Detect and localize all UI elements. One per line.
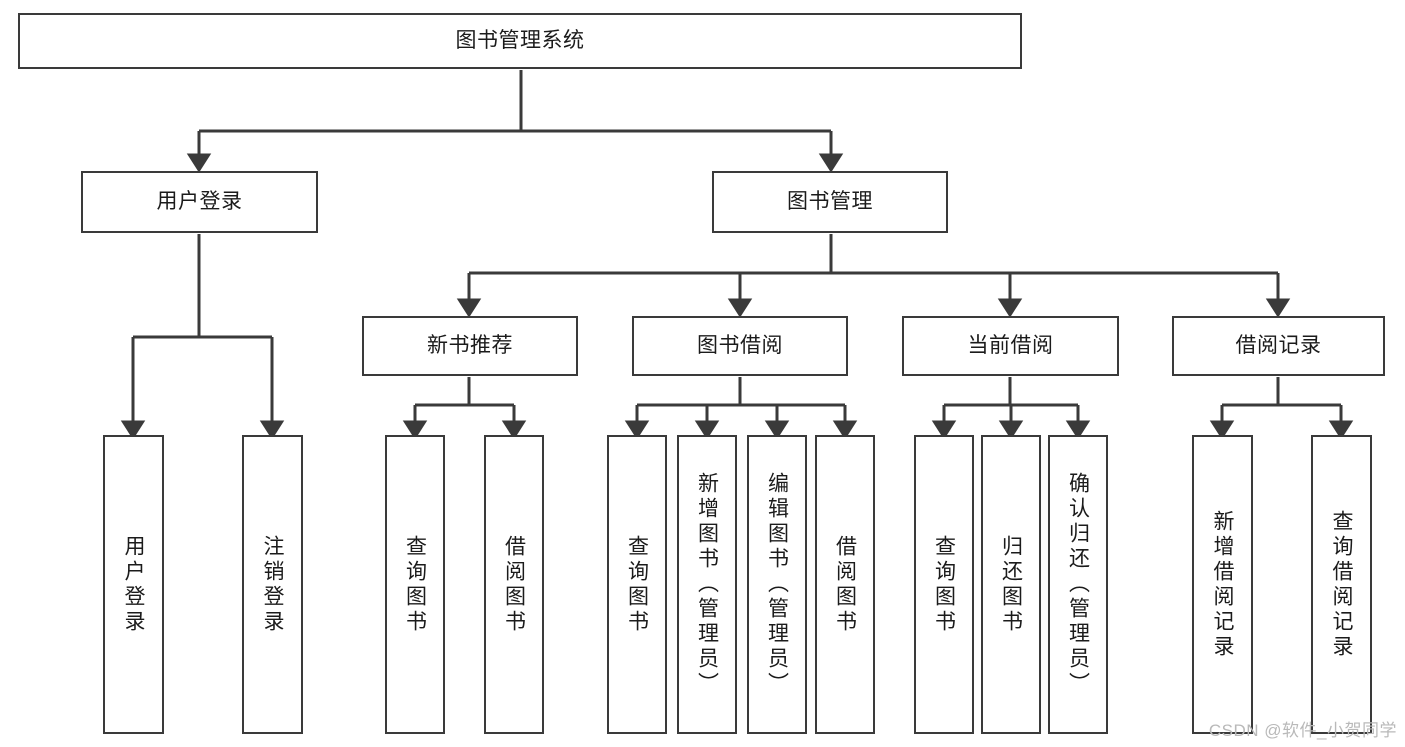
- node-leaf-borrow-book-1[interactable]: 借阅图书: [484, 435, 544, 734]
- node-label: 新增图书（管理员）: [695, 472, 719, 697]
- node-leaf-add-record[interactable]: 新增借阅记录: [1192, 435, 1253, 734]
- node-label: 图书借阅: [697, 333, 783, 357]
- node-label: 查询图书: [932, 534, 956, 635]
- node-leaf-user-login[interactable]: 用户登录: [103, 435, 164, 734]
- node-user-login[interactable]: 用户登录: [81, 171, 318, 233]
- node-leaf-query-book-1[interactable]: 查询图书: [385, 435, 445, 734]
- node-leaf-add-book[interactable]: 新增图书（管理员）: [677, 435, 737, 734]
- node-label: 借阅图书: [502, 534, 526, 635]
- node-leaf-edit-book[interactable]: 编辑图书（管理员）: [747, 435, 807, 734]
- node-label: 图书管理: [787, 189, 873, 213]
- node-leaf-query-record[interactable]: 查询借阅记录: [1311, 435, 1372, 734]
- node-label: 图书管理系统: [455, 28, 585, 52]
- node-label: 当前借阅: [967, 333, 1054, 357]
- node-leaf-query-book-3[interactable]: 查询图书: [914, 435, 974, 734]
- node-label: 注销登录: [261, 534, 284, 635]
- node-label: 归还图书: [999, 534, 1023, 635]
- node-label: 编辑图书（管理员）: [765, 472, 789, 697]
- node-leaf-query-book-2[interactable]: 查询图书: [607, 435, 667, 734]
- node-label: 借阅图书: [833, 534, 857, 635]
- node-leaf-confirm-return[interactable]: 确认归还（管理员）: [1048, 435, 1108, 734]
- node-label: 新书推荐: [427, 333, 513, 357]
- node-root-system[interactable]: 图书管理系统: [18, 13, 1022, 69]
- node-label: 新增借阅记录: [1211, 509, 1234, 660]
- node-label: 借阅记录: [1235, 333, 1322, 357]
- node-book-management[interactable]: 图书管理: [712, 171, 948, 233]
- node-label: 用户登录: [122, 534, 145, 635]
- node-current-borrow[interactable]: 当前借阅: [902, 316, 1119, 376]
- node-borrow-record[interactable]: 借阅记录: [1172, 316, 1385, 376]
- node-book-borrow[interactable]: 图书借阅: [632, 316, 848, 376]
- node-label: 查询借阅记录: [1330, 509, 1353, 660]
- node-leaf-return-book[interactable]: 归还图书: [981, 435, 1041, 734]
- node-label: 查询图书: [625, 534, 649, 635]
- node-leaf-logout-login[interactable]: 注销登录: [242, 435, 303, 734]
- node-new-book-recommend[interactable]: 新书推荐: [362, 316, 578, 376]
- node-label: 查询图书: [403, 534, 427, 635]
- node-leaf-borrow-book-2[interactable]: 借阅图书: [815, 435, 875, 734]
- csdn-watermark: CSDN @软件_小贺同学: [1208, 721, 1397, 740]
- node-label: 用户登录: [156, 189, 243, 213]
- node-label: 确认归还（管理员）: [1066, 472, 1090, 697]
